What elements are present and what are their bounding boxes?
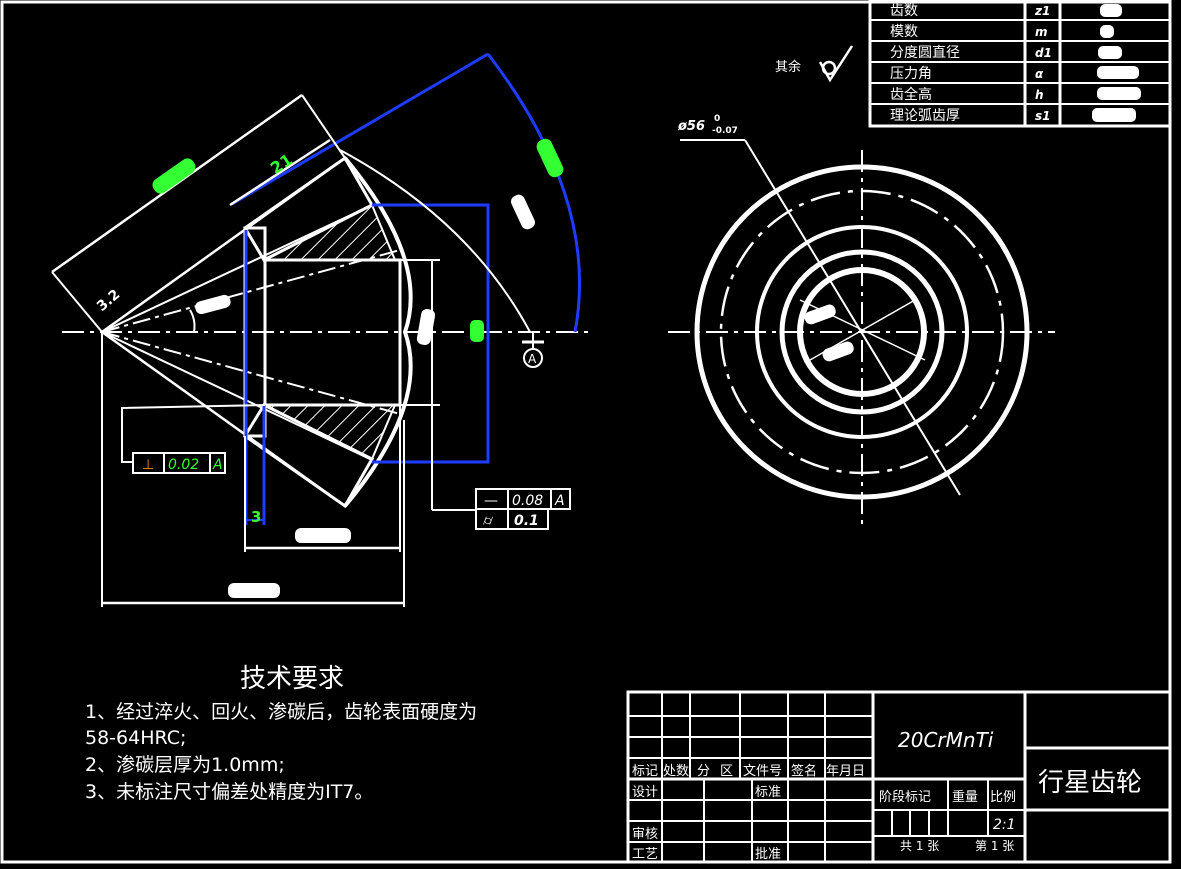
hub-circle	[779, 249, 945, 415]
outer-circle	[694, 164, 1030, 500]
tb-stage-mark: 阶段标记	[879, 790, 931, 805]
diameter-lower-tol: -0.07	[712, 126, 738, 136]
tol-value: 0.1	[514, 513, 539, 529]
dim-3: 3	[251, 508, 261, 526]
tb-process: 工艺	[632, 847, 658, 862]
surface-roughness-note: 其余	[775, 45, 854, 83]
gear-side-view: 21 3.2 3 A ⊥ 0.02 A —	[51, 52, 588, 607]
gear-parameter-table: 齿数 模数 分度圆直径 压力角 齿全高 理论弧齿厚 z1 m d1 α h s1	[868, 0, 1172, 128]
param-name-pressure-angle: 压力角	[890, 66, 932, 82]
param-value-blob	[1098, 46, 1122, 59]
dim-face-width: 21	[267, 150, 296, 178]
param-symbol-teeth: z1	[1034, 4, 1050, 18]
diameter-upper-tol: 0	[714, 114, 720, 124]
hatched-section-bottom	[264, 404, 397, 461]
tb-header-count: 处数	[663, 764, 689, 779]
title-block: 标记 处数 分 区 文件号 签名 年月日 设计 标准 审核 工艺 批准 20Cr…	[626, 690, 1172, 864]
tb-header-date: 年月日	[826, 764, 865, 779]
bore-circle	[797, 267, 927, 397]
tb-material: 20CrMnTi	[898, 728, 994, 752]
tol-symbol: ⌭	[483, 513, 493, 529]
param-value-blob	[1092, 108, 1136, 122]
dim-blob	[295, 528, 351, 543]
diameter-label: ø56	[677, 119, 705, 134]
dim-blob	[470, 320, 484, 342]
tb-header-zone: 区	[720, 764, 733, 779]
dim-blob	[228, 583, 280, 598]
dim-blob	[152, 158, 196, 194]
tol-symbol: ⊥	[142, 457, 154, 473]
tb-design: 设计	[632, 785, 658, 800]
tech-req-item: 2、渗碳层厚为1.0mm;	[85, 754, 285, 776]
param-symbol-pressure-angle: α	[1035, 67, 1044, 81]
param-symbol-module: m	[1035, 25, 1048, 39]
tb-approve: 批准	[755, 847, 781, 862]
dim-blob	[804, 304, 836, 325]
tb-weight: 重量	[952, 789, 978, 805]
param-value-blob	[1097, 87, 1141, 100]
tech-req-item: 1、经过淬火、回火、渗碳后，齿轮表面硬度为	[85, 701, 477, 723]
tb-header-div: 分	[697, 764, 710, 779]
tb-header-sign: 签名	[791, 763, 817, 779]
tb-header-doc: 文件号	[743, 764, 782, 779]
technical-requirements: 技术要求 1、经过淬火、回火、渗碳后，齿轮表面硬度为 58-64HRC; 2、渗…	[85, 664, 477, 803]
tolerance-frame-straightness: — 0.08 A	[475, 488, 571, 510]
root-circle	[755, 225, 969, 439]
param-symbol-tooth-height: h	[1035, 88, 1044, 102]
param-value-blob	[1100, 4, 1122, 17]
param-name-tooth-height: 齿全高	[890, 86, 932, 103]
dim-blob	[822, 341, 854, 362]
gear-front-view: ø56 0 -0.07	[668, 114, 1055, 525]
tech-req-item: 58-64HRC;	[85, 727, 186, 749]
tb-sheet-no: 第 1 张	[975, 839, 1014, 853]
param-name-module: 模数	[890, 24, 918, 40]
tol-datum: A	[212, 457, 223, 473]
tol-value: 0.02	[168, 457, 199, 473]
tech-req-item: 3、未标注尺寸偏差处精度为IT7。	[85, 781, 373, 803]
tb-scale-value: 2:1	[993, 817, 1016, 833]
tb-standard: 标准	[755, 785, 781, 800]
pitch-circle	[719, 189, 1005, 475]
tech-req-title: 技术要求	[240, 664, 344, 694]
hatched-section-top	[264, 203, 397, 261]
back-face-arc	[343, 156, 413, 508]
tb-review: 审核	[632, 827, 658, 842]
tol-datum: A	[554, 493, 565, 509]
dim-blob	[536, 138, 564, 178]
param-symbol-pitch-diameter: d1	[1035, 46, 1052, 60]
param-value-blob	[1100, 25, 1114, 38]
dim-apex-3-2: 3.2	[94, 287, 123, 315]
dim-blob	[195, 294, 231, 315]
tb-scale-label: 比例	[990, 790, 1016, 805]
datum-a-label: A	[528, 352, 537, 366]
dim-blob	[511, 194, 535, 230]
param-value-blob	[1097, 66, 1139, 79]
tb-sheet-total: 共 1 张	[900, 839, 939, 853]
param-name-pitch-diameter: 分度圆直径	[890, 44, 960, 61]
tol-value: 0.08	[512, 493, 543, 509]
param-symbol-arc-thickness: s1	[1035, 109, 1051, 123]
tolerance-frame-perpendicularity: ⊥ 0.02 A	[132, 452, 226, 474]
dim-blob	[416, 309, 436, 345]
tol-symbol: —	[484, 493, 498, 509]
tb-part-name: 行星齿轮	[1038, 768, 1142, 798]
tb-header-mark: 标记	[632, 764, 658, 779]
other-surfaces-label: 其余	[775, 59, 801, 75]
param-name-arc-thickness: 理论弧齿厚	[890, 108, 960, 124]
param-name-teeth: 齿数	[890, 3, 918, 19]
tolerance-frame-cylindricity: ⌭ 0.1	[475, 508, 549, 530]
